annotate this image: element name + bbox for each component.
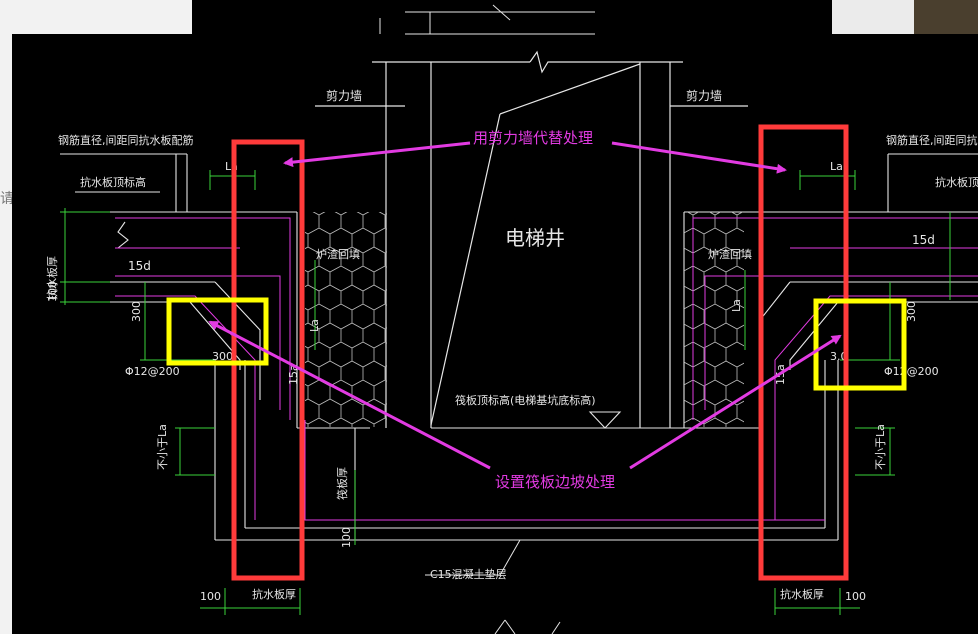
annotation-replace-with-shear-wall: 用剪力墙代替处理 (473, 129, 593, 147)
slag-fill-left (305, 212, 387, 427)
shear-wall-label-right: 剪力墙 (686, 88, 722, 103)
not-less-than-left: 不小于La (156, 424, 169, 470)
anti-water-thickness-right: 抗水板厚 (780, 587, 824, 601)
raft-thickness-label: 筏板厚 (335, 467, 349, 500)
dim-300-right-vertical: 300 (905, 301, 918, 322)
dim-300-left-horizontal: 300 (212, 350, 233, 363)
cad-background (12, 34, 978, 634)
thumbnail-image (914, 0, 978, 34)
top-toolbar-area-left (0, 0, 192, 34)
highlight-box-red-right (758, 124, 849, 581)
rebar-note-left: 钢筋直径,间距同抗水板配筋 (58, 133, 194, 147)
top-partial-structure (379, 4, 595, 35)
cad-background-top (192, 0, 832, 34)
slag-fill-label-left: 炉渣回填 (316, 247, 360, 261)
anti-water-thickness-left: 抗水板厚 (252, 587, 296, 601)
dim-la-right: La (830, 160, 843, 173)
elevator-shaft-label: 电梯井 (505, 226, 565, 250)
cushion-label: C15混凝土垫层 (430, 567, 507, 581)
not-less-than-right: 不小于La (874, 424, 887, 470)
highlight-box-yellow-left (166, 297, 269, 366)
slag-fill-label-right: 炉渣回填 (708, 247, 752, 261)
dim-la-right-vertical: La (730, 299, 743, 312)
dim-300-left-vertical: 300 (130, 301, 143, 322)
rebar-lines (115, 217, 978, 521)
dimension-lines (60, 170, 951, 615)
slag-fill-right (684, 212, 744, 427)
annotation-raft-slope: 设置筏板边坡处理 (495, 473, 615, 491)
highlight-box-red-left (231, 139, 305, 581)
dim-100-left-vertical: 100 (46, 281, 59, 302)
dim-15d-right: 15d (912, 233, 935, 247)
dim-15a-left: 15a (287, 364, 300, 385)
left-panel-edge (0, 34, 12, 634)
raft-top-elevation-label: 筏板顶标高(电梯基坑底标高) (455, 393, 596, 407)
cushion-leader (499, 539, 521, 576)
rebar-spec-right: Φ12@200 (884, 365, 939, 378)
left-panel-text: 请 (0, 191, 14, 207)
rebar-spec-left: Φ12@200 (125, 365, 180, 378)
annotation-arrows (208, 141, 842, 470)
bottom-partial-marks (494, 619, 561, 634)
dim-100-left-bottom: 100 (200, 590, 221, 603)
anti-water-top-left: 抗水板顶标高 (80, 175, 146, 189)
dim-la-left-vertical: La (308, 319, 321, 332)
shear-wall-label-left: 剪力墙 (326, 88, 362, 103)
anti-water-thickness-vertical-left: 抗水板厚 (45, 256, 59, 300)
dim-30-right: 3.0 (830, 350, 848, 363)
dim-15d-left: 15d (128, 259, 151, 273)
dim-100-raft-vertical: 100 (340, 527, 353, 548)
anti-water-top-right: 抗水板顶标高 (935, 175, 978, 189)
left-structure-lines (60, 153, 838, 541)
rebar-note-right: 钢筋直径,间距同抗水板配筋 (886, 133, 978, 147)
highlight-box-yellow-right (813, 298, 907, 391)
dim-100-right-bottom: 100 (845, 590, 866, 603)
